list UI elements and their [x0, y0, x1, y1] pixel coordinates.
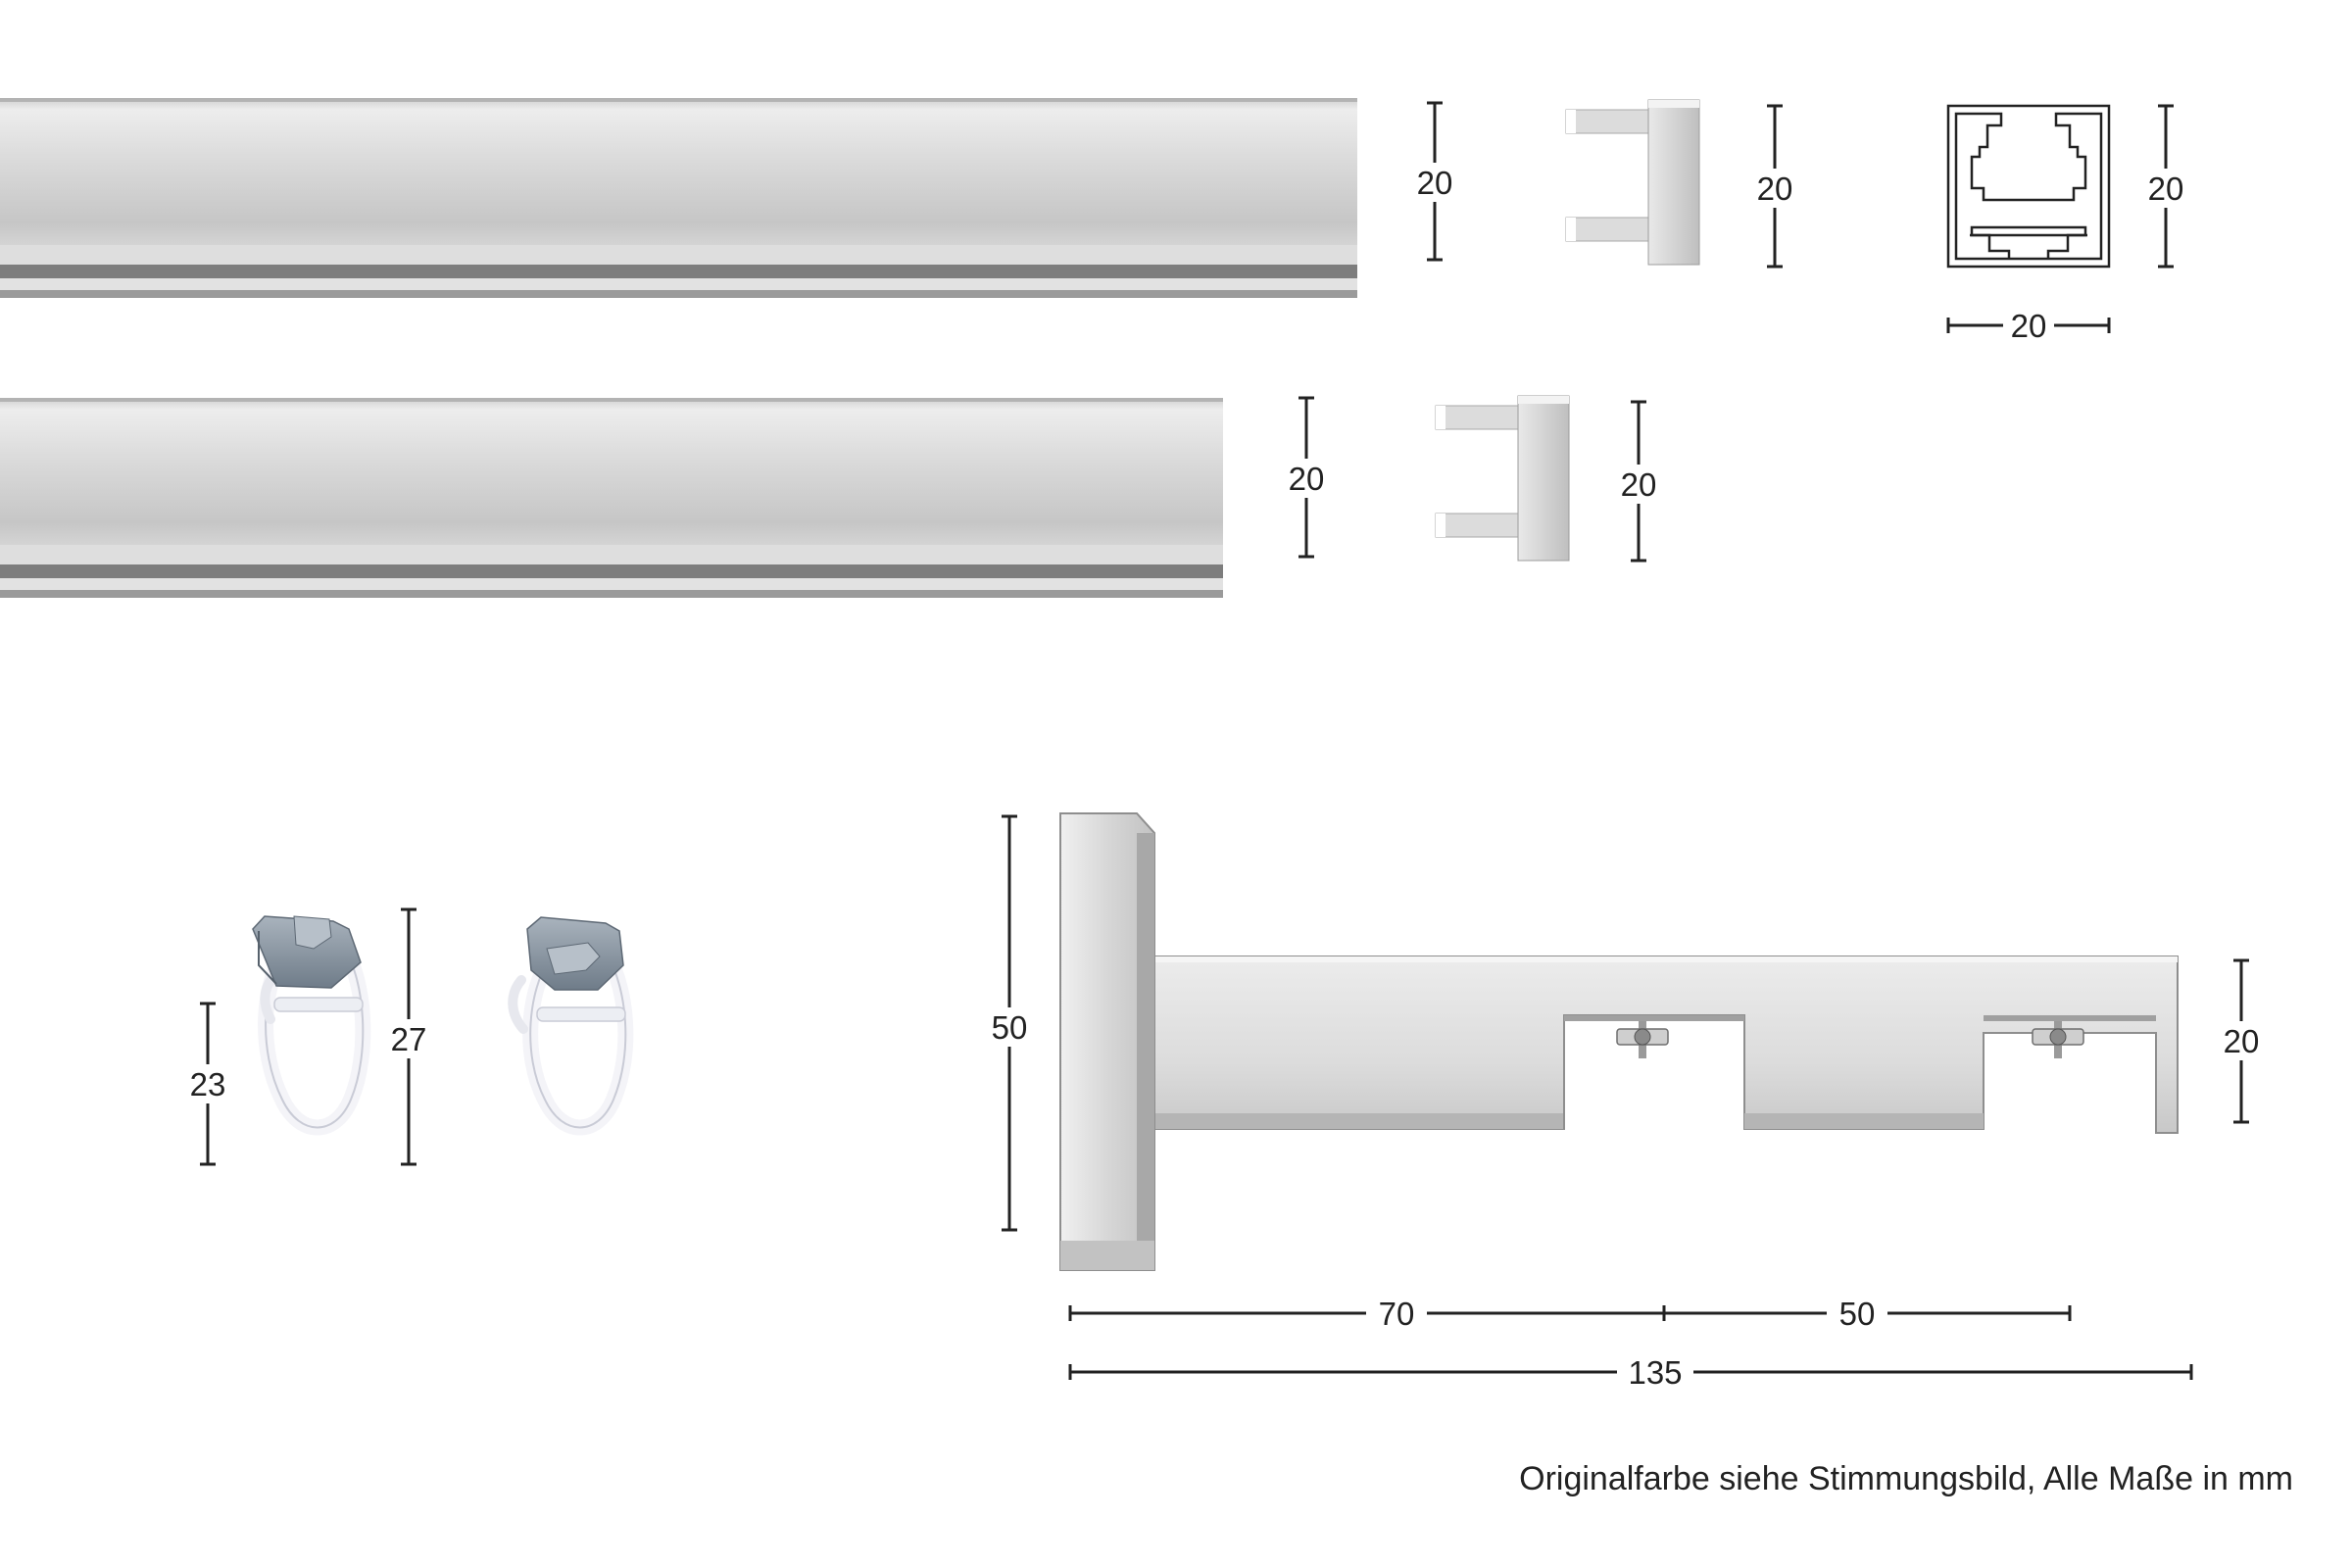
- glider-short-height-label: 23: [190, 1066, 226, 1102]
- end-cap-top: [1565, 99, 1700, 266]
- glider-total-height-label: 27: [391, 1021, 427, 1057]
- cap-top-height-label: 20: [1757, 171, 1793, 207]
- end-cap-bottom: [1435, 395, 1570, 562]
- dimension-bracket-total: 135: [1068, 1352, 2193, 1392]
- footnote: Originalfarbe siehe Stimmungsbild, Alle …: [1519, 1460, 2293, 1497]
- curtain-rail-top: [0, 98, 1357, 298]
- dimension-rail-bottom: 20: [1283, 396, 1330, 559]
- dimension-rail-top: 20: [1411, 101, 1458, 262]
- rail-bottom-height-label: 20: [1289, 461, 1325, 497]
- rail-top-height-label: 20: [1417, 165, 1453, 201]
- dimension-profile-width: 20: [1946, 306, 2111, 345]
- screw-right: [2032, 1021, 2084, 1058]
- bracket-plate-height-label: 50: [992, 1009, 1028, 1046]
- glider-front: [252, 915, 371, 1136]
- cap-bottom-height-label: 20: [1621, 466, 1657, 503]
- dimension-bracket-second-offset: 50: [1664, 1294, 2072, 1333]
- dimension-bracket-plate: 50: [984, 814, 1035, 1232]
- profile-height-label: 20: [2148, 171, 2184, 207]
- dimension-bracket-first-offset: 70: [1068, 1294, 1666, 1333]
- dimension-cap-bottom: 20: [1615, 400, 1662, 563]
- dimension-profile-height: 20: [2142, 104, 2189, 269]
- dimension-cap-top: 20: [1751, 104, 1798, 269]
- dimension-glider-total: 27: [383, 907, 434, 1166]
- screw-left: [1616, 1021, 1669, 1058]
- glider-side: [508, 916, 634, 1136]
- dimension-glider-short: 23: [182, 1002, 233, 1166]
- bracket-first-offset-label: 70: [1379, 1296, 1415, 1332]
- rail-profile-section: [1946, 104, 2111, 269]
- profile-width-label: 20: [2011, 308, 2047, 344]
- bracket-total-depth-label: 135: [1628, 1354, 1682, 1391]
- curtain-rail-bottom: [0, 398, 1223, 598]
- wall-bracket: [1059, 812, 2179, 1271]
- bracket-arm-height-label: 20: [2224, 1023, 2260, 1059]
- bracket-second-offset-label: 50: [1839, 1296, 1876, 1332]
- dimension-bracket-arm: 20: [2216, 958, 2267, 1124]
